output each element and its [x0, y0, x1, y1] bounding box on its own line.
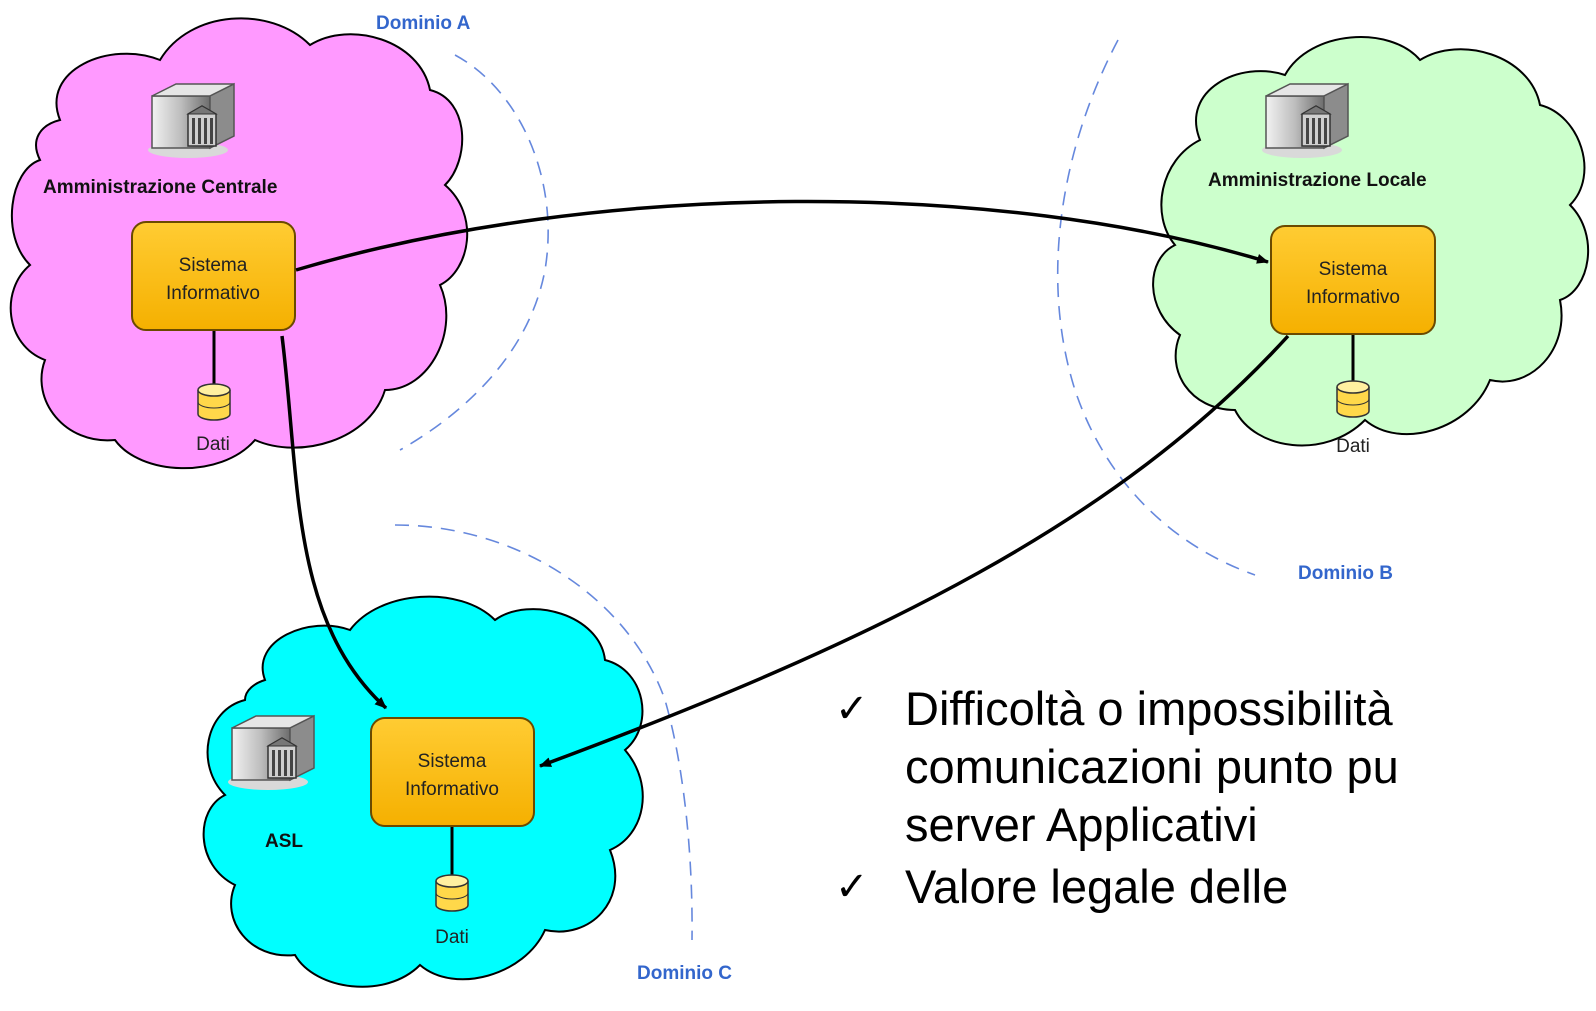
domain-c-label: Dominio C — [637, 963, 732, 984]
system-label-central-2: Informativo — [166, 283, 260, 304]
bullet-item: ✓ Difficoltà o impossibilità comunicazio… — [835, 680, 1596, 854]
data-label-asl: Dati — [435, 927, 469, 948]
building-icon — [1261, 83, 1349, 159]
system-label-central-1: Sistema — [179, 255, 248, 276]
database-icon — [1336, 380, 1370, 418]
domain-a-boundary — [399, 54, 549, 451]
data-label-local: Dati — [1336, 436, 1370, 457]
database-icon — [197, 383, 231, 421]
bullet-text-cont: comunicazioni punto pu — [905, 740, 1399, 793]
bullet-text: Difficoltà o impossibilità — [905, 682, 1393, 735]
bullet-text: Valore legale delle — [905, 860, 1289, 913]
bullet-item: ✓ Valore legale delle — [835, 858, 1596, 916]
system-box-central — [131, 221, 296, 331]
arrow-central-to-local — [295, 199, 1269, 272]
node-title-central: Amministrazione Centrale — [43, 177, 277, 198]
checkmark-icon: ✓ — [835, 864, 869, 910]
system-label-asl-1: Sistema — [418, 751, 487, 772]
domain-c-boundary — [394, 524, 693, 941]
bullet-list: ✓ Difficoltà o impossibilità comunicazio… — [835, 680, 1596, 920]
database-icon — [435, 874, 469, 912]
data-label-central: Dati — [196, 434, 230, 455]
arrow-central-to-asl — [280, 335, 388, 710]
node-title-asl: ASL — [265, 831, 303, 852]
arrow-local-to-asl — [539, 334, 1290, 768]
checkmark-icon: ✓ — [835, 686, 869, 732]
node-title-local: Amministrazione Locale — [1208, 170, 1427, 191]
building-icon — [147, 83, 235, 159]
system-box-asl — [370, 717, 535, 827]
domain-b-boundary — [1056, 39, 1256, 576]
system-box-local — [1270, 225, 1436, 335]
domain-a-label: Dominio A — [376, 13, 471, 34]
system-label-local-2: Informativo — [1306, 287, 1400, 308]
bullet-text-cont: server Applicativi — [905, 798, 1258, 851]
domain-b-label: Dominio B — [1298, 563, 1393, 584]
building-icon — [227, 715, 315, 791]
system-label-asl-2: Informativo — [405, 779, 499, 800]
system-label-local-1: Sistema — [1319, 259, 1388, 280]
